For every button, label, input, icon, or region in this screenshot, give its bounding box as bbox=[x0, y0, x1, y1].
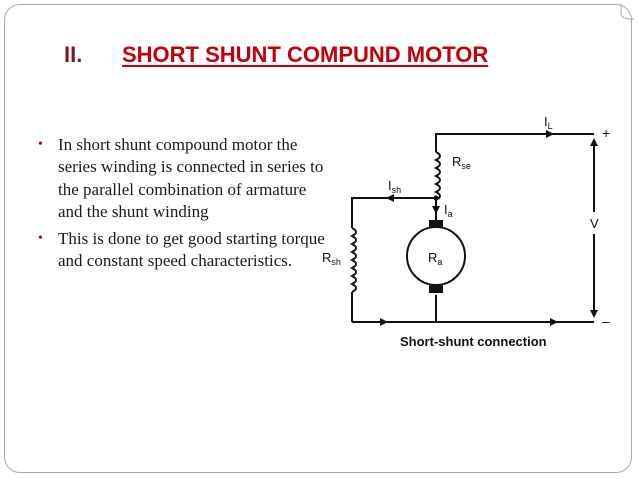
slide-title: II. SHORT SHUNT COMPUND MOTOR bbox=[0, 42, 638, 82]
armature-top-brush bbox=[429, 220, 443, 228]
voltage-arrow-up bbox=[590, 138, 598, 146]
shunt-current-label: Ish bbox=[388, 178, 401, 195]
bullet-text: In short shunt compound motor the series… bbox=[58, 135, 324, 222]
armature-bottom-brush bbox=[429, 284, 443, 293]
armature-current-arrow bbox=[432, 206, 440, 214]
line-current-arrow bbox=[546, 130, 554, 138]
page-title: SHORT SHUNT COMPUND MOTOR bbox=[122, 42, 489, 67]
diagram-caption: Short-shunt connection bbox=[400, 334, 547, 349]
minus-terminal-label: – bbox=[602, 313, 610, 329]
top-wire bbox=[435, 133, 594, 152]
shunt-winding-coil bbox=[349, 227, 357, 293]
slide-corner-decoration bbox=[620, 4, 634, 20]
series-winding-coil bbox=[433, 151, 441, 201]
bullet-item: • This is done to get good starting torq… bbox=[38, 228, 328, 273]
series-resistance-label: Rse bbox=[452, 154, 471, 171]
short-shunt-circuit-diagram: IL Ish Ia Rse Rsh Ra V + – Short-shunt c… bbox=[322, 114, 610, 349]
shunt-resistance-label: Rsh bbox=[322, 250, 341, 267]
bullet-item: • In short shunt compound motor the seri… bbox=[38, 134, 328, 224]
voltage-label: V bbox=[590, 216, 599, 231]
plus-terminal-label: + bbox=[602, 125, 610, 141]
voltage-arrow-down bbox=[590, 310, 598, 318]
bullet-icon: • bbox=[38, 137, 43, 152]
armature-current-label: Ia bbox=[444, 202, 453, 219]
line-current-label: IL bbox=[544, 114, 553, 131]
armature-resistance-label: Ra bbox=[428, 250, 442, 267]
junction-dot bbox=[433, 195, 439, 201]
bottom-wire-arrow-left bbox=[380, 318, 388, 326]
shunt-current-arrow bbox=[386, 194, 394, 202]
shunt-branch-top-wire bbox=[351, 197, 436, 228]
bottom-wire-arrow-right bbox=[550, 318, 558, 326]
section-number: II. bbox=[64, 42, 83, 67]
bullet-list: • In short shunt compound motor the seri… bbox=[38, 134, 328, 276]
slide-frame bbox=[4, 4, 634, 473]
bullet-text: This is done to get good starting torque… bbox=[58, 228, 325, 271]
bullet-icon: • bbox=[38, 230, 43, 246]
